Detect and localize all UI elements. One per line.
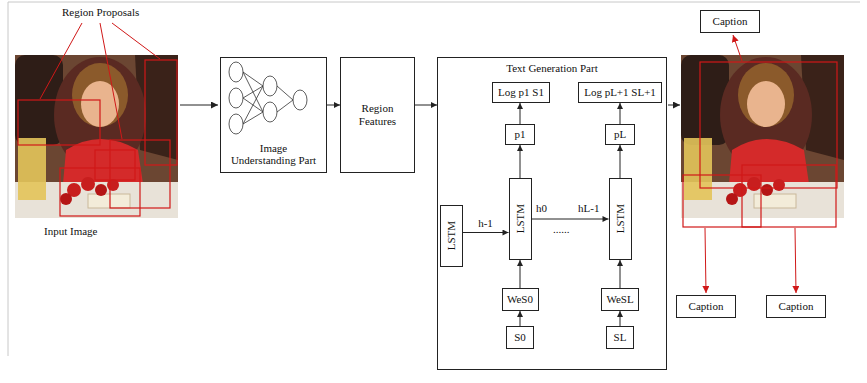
process-box: Image Understanding Part (220, 57, 327, 173)
proposal-box (18, 100, 100, 145)
proposal-box (95, 150, 135, 180)
node-text: p1 (515, 128, 526, 141)
group-box: Text Generation PartLog p1 S1 Log pL+1 SL… (437, 57, 667, 370)
node-text: S0 (514, 331, 526, 344)
network-links (243, 72, 293, 124)
region-box (700, 62, 837, 188)
region-box (742, 165, 836, 227)
edge-label: h-1 (478, 217, 493, 230)
probability-box: p1 (505, 124, 535, 145)
caption-box: Caption (676, 295, 736, 318)
node-text: WeSL (606, 293, 633, 306)
node-text: Text Generation Part (506, 62, 597, 75)
flow-arrow (180, 105, 218, 106)
neuron (263, 102, 277, 122)
neuron (229, 88, 243, 108)
arrow-connector (520, 311, 521, 326)
arrow-connector (415, 105, 437, 106)
node-text: WeS0 (507, 293, 533, 306)
neuron (263, 76, 277, 96)
node-text: Caption (713, 15, 748, 28)
caption-box: Caption (700, 10, 760, 33)
frame (8, 2, 860, 356)
caption-pointers (705, 35, 796, 293)
proposal-box (60, 168, 140, 216)
process-box: Region Features (340, 57, 415, 173)
node-text: Region Features (348, 102, 408, 127)
node-text: Caption (779, 300, 814, 313)
leader-line (100, 23, 122, 139)
arrow-connector (620, 103, 621, 124)
flow-arrow (668, 105, 680, 106)
node-text: SL (614, 331, 627, 344)
node-text: pL (614, 128, 626, 141)
proposal-box (145, 60, 177, 165)
node-text: LSTM (514, 204, 527, 233)
caption-region-boxes (683, 62, 837, 227)
arrow-connector (620, 145, 621, 178)
caption-arrow (795, 228, 796, 293)
output-box: Log p1 S1 (492, 82, 550, 103)
input-word-box: S0 (506, 326, 534, 349)
arrow-connector (463, 232, 509, 233)
output-box: Log pL+1 SL+1 (578, 82, 662, 103)
input-word-box: SL (606, 326, 634, 349)
probability-box: pL (605, 124, 635, 145)
proposal-leaders (40, 23, 160, 139)
neuron (229, 62, 243, 82)
lstm-box: LSTM (509, 178, 532, 260)
node-text: Log p1 S1 (498, 86, 544, 99)
ellipsis-label: ...... (553, 223, 570, 236)
arrow-connector (520, 260, 521, 288)
arrow-connector (520, 145, 521, 178)
hidden-state-label: hL-1 (578, 202, 599, 215)
arrow-connector (520, 103, 521, 124)
node-text: LSTM (445, 221, 458, 250)
embedding-box: WeS0 (502, 288, 539, 311)
output-image (681, 55, 844, 218)
caption-arrow (705, 228, 706, 293)
annotation-label: Input Image (44, 225, 97, 238)
arrow-connector (532, 219, 609, 220)
node-text: Caption (689, 300, 724, 313)
lstm-box: LSTM (609, 178, 632, 260)
network-icon (229, 62, 307, 134)
embedding-box: WeSL (601, 288, 639, 311)
annotation-label: Region Proposals (62, 6, 139, 19)
leader-line (40, 23, 82, 99)
node-text: Image Understanding Part (228, 142, 320, 167)
region-box (683, 175, 761, 227)
arrow-connector (620, 260, 621, 288)
node-text: LSTM (614, 204, 627, 233)
hidden-state-label: h0 (536, 202, 547, 215)
arrow-connector (620, 311, 621, 326)
caption-box: Caption (766, 295, 826, 318)
caption-arrow (733, 35, 742, 61)
neuron (293, 90, 307, 110)
lstm-box: LSTM (440, 205, 463, 267)
arrow-connector (327, 105, 340, 106)
node-text: Log pL+1 SL+1 (584, 86, 656, 99)
input-image (15, 55, 178, 218)
region-proposal-boxes (18, 60, 177, 216)
leader-line (112, 23, 160, 59)
neuron (229, 114, 243, 134)
